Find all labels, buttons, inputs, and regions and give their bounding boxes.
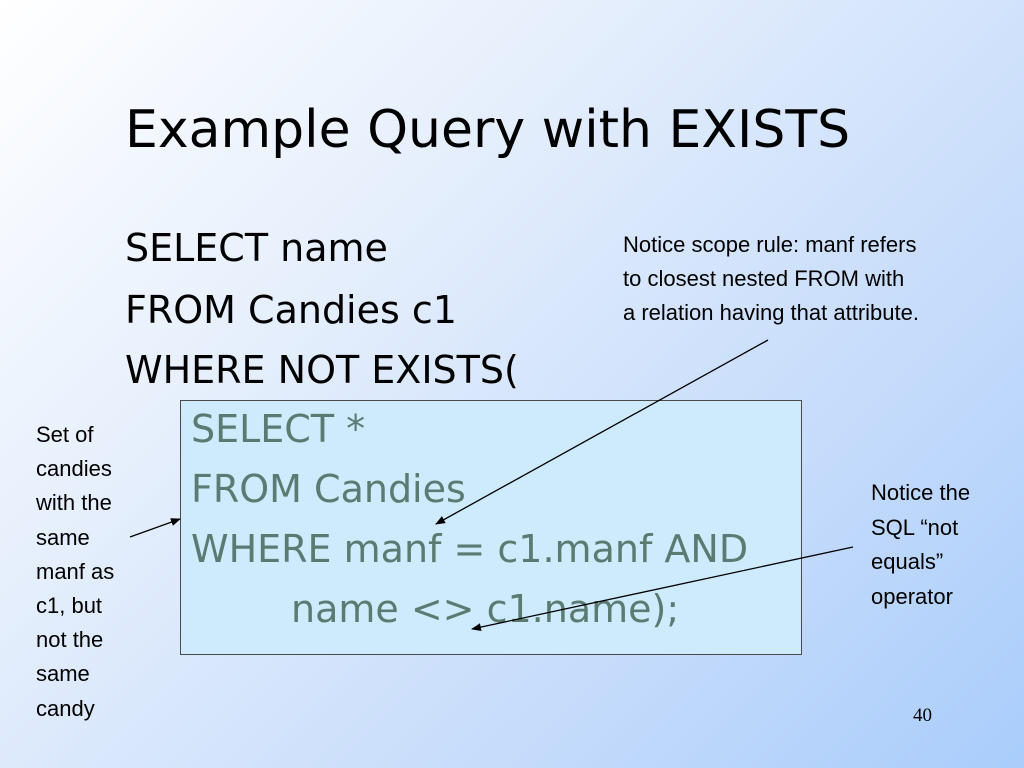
- not-equals-note-line: SQL “not: [871, 514, 959, 540]
- not-equals-note: Notice the SQL “not equals” operator: [871, 476, 970, 614]
- scope-note-line: to closest nested FROM with: [623, 266, 905, 291]
- subquery-select-line: SELECT *: [191, 407, 366, 451]
- not-equals-note-line: Notice the: [871, 480, 971, 505]
- set-note-line: not the: [36, 627, 104, 653]
- query-from-line: FROM Candies c1: [125, 288, 457, 332]
- page-number: 40: [913, 705, 932, 726]
- set-note-line: with the: [36, 490, 112, 516]
- set-note-line: c1, but: [36, 593, 103, 619]
- scope-note-line: Notice scope rule: manf refers: [623, 232, 917, 257]
- set-of-candies-note: Set of candies with the same manf as c1,…: [36, 418, 114, 726]
- set-note-line: candies: [36, 456, 112, 482]
- set-note-line: Set of: [36, 422, 94, 447]
- set-of-candies-arrow: [129, 518, 181, 538]
- set-note-line: same: [36, 661, 90, 687]
- scope-note: Notice scope rule: manf refers to closes…: [623, 228, 919, 330]
- query-select-line: SELECT name: [125, 226, 388, 270]
- subquery-box: SELECT * FROM Candies WHERE manf = c1.ma…: [180, 400, 802, 655]
- not-equals-note-line: equals”: [871, 549, 944, 574]
- subquery-and-line: name <> c1.name);: [291, 587, 680, 631]
- set-note-line: same: [36, 524, 90, 550]
- set-note-line: manf as: [36, 558, 115, 584]
- subquery-where-line: WHERE manf = c1.manf AND: [191, 527, 749, 571]
- subquery-from-line: FROM Candies: [191, 467, 466, 511]
- slide-title: Example Query with EXISTS: [125, 100, 851, 160]
- not-equals-note-line: operator: [871, 583, 953, 609]
- query-where-line: WHERE NOT EXISTS(: [125, 348, 519, 392]
- scope-note-line: a relation having that attribute.: [623, 300, 919, 325]
- set-note-line: candy: [36, 695, 95, 721]
